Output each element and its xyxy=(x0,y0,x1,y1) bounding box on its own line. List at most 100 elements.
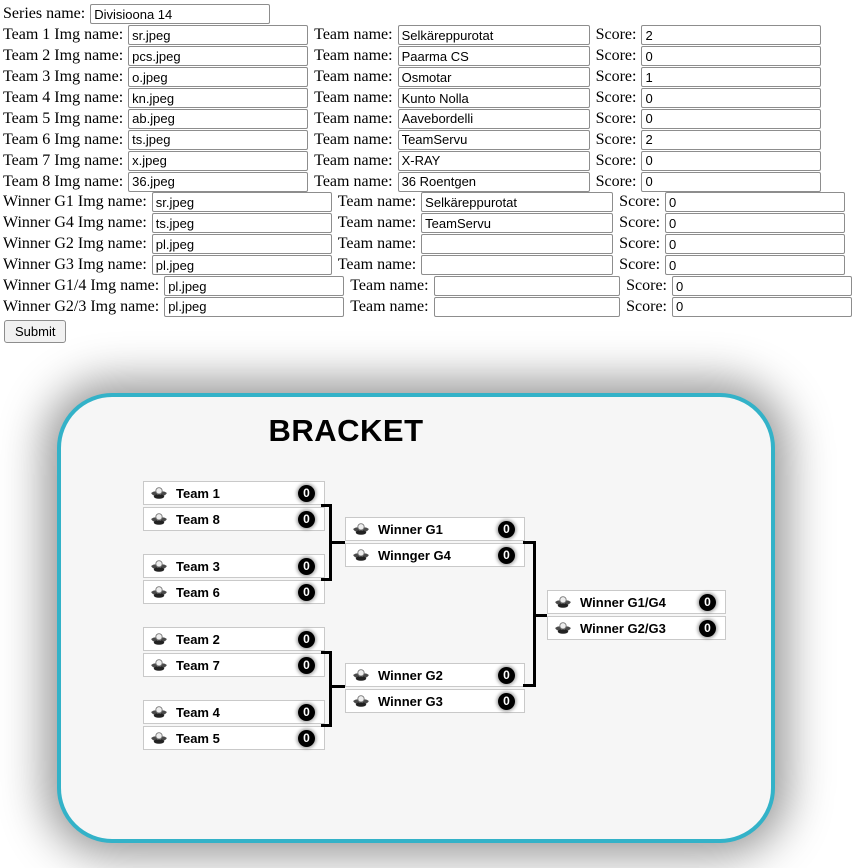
winner-g3-score-input[interactable] xyxy=(665,255,846,276)
winner-g1-img-input[interactable] xyxy=(151,192,332,213)
team-5-score-input[interactable] xyxy=(641,108,822,129)
winner-g14-row: Winner G1/4 Img name: Team name: Score: xyxy=(3,276,858,297)
team-2-score-label: Score: xyxy=(595,47,637,65)
bracket-score-badge: 0 xyxy=(498,666,515,684)
bracket-connector xyxy=(321,504,331,508)
winner-g3-name-input[interactable] xyxy=(421,255,614,276)
team-1-name-input[interactable] xyxy=(397,25,590,46)
bracket-score-badge: 0 xyxy=(298,656,315,674)
team-4-name-label: Team name: xyxy=(314,89,393,106)
team-3-img-input[interactable] xyxy=(128,67,309,88)
bracket-score-badge: 0 xyxy=(298,510,315,528)
bracket-box-winner-g1g4: Winner G1/G4 0 xyxy=(547,590,726,615)
team-logo-icon xyxy=(150,486,168,500)
team-5-score-label: Score: xyxy=(595,109,637,127)
winner-g1-name-input[interactable] xyxy=(421,192,614,213)
team-1-score-input[interactable] xyxy=(641,25,822,46)
winner-g3-img-label: Winner G3 Img name: xyxy=(3,256,147,274)
winner-g14-name-input[interactable] xyxy=(433,276,621,297)
bracket-team-name: Winner G1 xyxy=(378,521,443,537)
winner-g23-row: Winner G2/3 Img name: Team name: Score: xyxy=(3,296,858,317)
team-4-row: Team 4 Img name: Team name: Score: xyxy=(3,88,858,109)
bracket-connector xyxy=(329,651,332,728)
team-2-score-input[interactable] xyxy=(641,46,822,67)
team-5-name-input[interactable] xyxy=(397,108,590,129)
team-6-name-input[interactable] xyxy=(397,129,590,150)
bracket-box-team-6: Team 6 0 xyxy=(143,580,325,605)
winner-g4-score-input[interactable] xyxy=(665,213,846,234)
winner-g2-img-input[interactable] xyxy=(151,234,332,255)
winner-g14-img-input[interactable] xyxy=(164,276,345,297)
team-logo-icon xyxy=(150,559,168,573)
winner-g3-img-input[interactable] xyxy=(151,255,332,276)
submit-button[interactable]: Submit xyxy=(4,320,67,344)
team-7-name-input[interactable] xyxy=(397,150,590,171)
winner-g14-score-input[interactable] xyxy=(672,276,852,297)
team-3-row: Team 3 Img name: Team name: Score: xyxy=(3,67,858,88)
bracket-connector xyxy=(321,724,331,728)
team-6-img-input[interactable] xyxy=(128,129,309,150)
team-logo-icon xyxy=(554,595,572,609)
bracket-connector xyxy=(321,651,331,655)
bracket-connector xyxy=(523,684,535,688)
bracket-team-name: Team 1 xyxy=(176,485,220,501)
team-1-img-input[interactable] xyxy=(128,25,309,46)
team-4-score-label: Score: xyxy=(595,89,637,106)
team-6-score-label: Score: xyxy=(595,130,637,148)
bracket-box-winner-g1: Winner G1 0 xyxy=(345,517,525,542)
team-7-score-input[interactable] xyxy=(641,150,822,171)
team-5-img-input[interactable] xyxy=(128,108,309,129)
winner-g2-row: Winner G2 Img name: Team name: Score: xyxy=(3,234,858,255)
team-2-name-label: Team name: xyxy=(314,47,393,65)
bracket-team-name: Winner G2/G3 xyxy=(580,620,666,636)
winner-g14-name-label: Team name: xyxy=(350,277,429,295)
team-2-name-input[interactable] xyxy=(397,46,590,67)
team-4-name-input[interactable] xyxy=(397,88,590,108)
team-logo-icon xyxy=(352,522,370,536)
winner-g1-score-label: Score: xyxy=(619,193,661,211)
team-3-score-input[interactable] xyxy=(641,67,822,88)
team-2-img-input[interactable] xyxy=(128,46,309,67)
team-5-row: Team 5 Img name: Team name: Score: xyxy=(3,108,858,129)
team-8-img-input[interactable] xyxy=(128,171,309,192)
winner-g23-score-input[interactable] xyxy=(672,296,852,317)
team-3-name-input[interactable] xyxy=(397,67,590,88)
team-8-name-input[interactable] xyxy=(397,171,590,192)
bracket-team-name: Team 5 xyxy=(176,730,220,746)
winner-g4-img-label: Winner G4 Img name: xyxy=(3,214,147,232)
team-logo-icon xyxy=(150,512,168,526)
bracket-connector xyxy=(332,685,345,689)
bracket-score-badge: 0 xyxy=(298,729,315,747)
bracket-score-badge: 0 xyxy=(298,703,315,721)
team-8-score-input[interactable] xyxy=(641,171,822,192)
team-logo-icon xyxy=(150,658,168,672)
series-name-input[interactable] xyxy=(90,4,271,25)
winner-g4-img-input[interactable] xyxy=(151,213,332,234)
bracket-box-winner-g3: Winner G3 0 xyxy=(345,689,525,714)
team-4-score-input[interactable] xyxy=(641,88,822,108)
team-6-row: Team 6 Img name: Team name: Score: xyxy=(3,129,858,150)
winner-g2-name-label: Team name: xyxy=(337,235,417,253)
winner-g1-score-input[interactable] xyxy=(665,192,846,213)
team-5-name-label: Team name: xyxy=(314,109,393,127)
winner-g3-name-label: Team name: xyxy=(337,256,417,274)
series-row: Series name: xyxy=(3,4,858,25)
bracket-section: BRACKET Team 1 0 Team 8 0 Team 3 0 Team … xyxy=(0,343,858,867)
team-4-img-input[interactable] xyxy=(128,88,309,108)
team-3-img-label: Team 3 Img name: xyxy=(3,68,124,86)
team-6-score-input[interactable] xyxy=(641,129,822,150)
bracket-box-team-1: Team 1 0 xyxy=(143,481,325,506)
bracket-box-team-4: Team 4 0 xyxy=(143,700,325,725)
winner-g4-name-input[interactable] xyxy=(421,213,614,234)
winner-g2-name-input[interactable] xyxy=(421,234,614,255)
winner-g4-row: Winner G4 Img name: Team name: Score: xyxy=(3,213,858,234)
winner-g23-img-input[interactable] xyxy=(164,296,345,317)
team-4-img-label: Team 4 Img name: xyxy=(3,89,124,106)
winner-g23-name-input[interactable] xyxy=(433,296,621,317)
winner-g14-img-label: Winner G1/4 Img name: xyxy=(3,277,160,295)
bracket-team-name: Team 4 xyxy=(176,704,220,720)
team-logo-icon xyxy=(150,731,168,745)
bracket-team-name: Team 8 xyxy=(176,511,220,527)
team-7-img-input[interactable] xyxy=(128,150,309,171)
winner-g2-score-input[interactable] xyxy=(665,234,846,255)
